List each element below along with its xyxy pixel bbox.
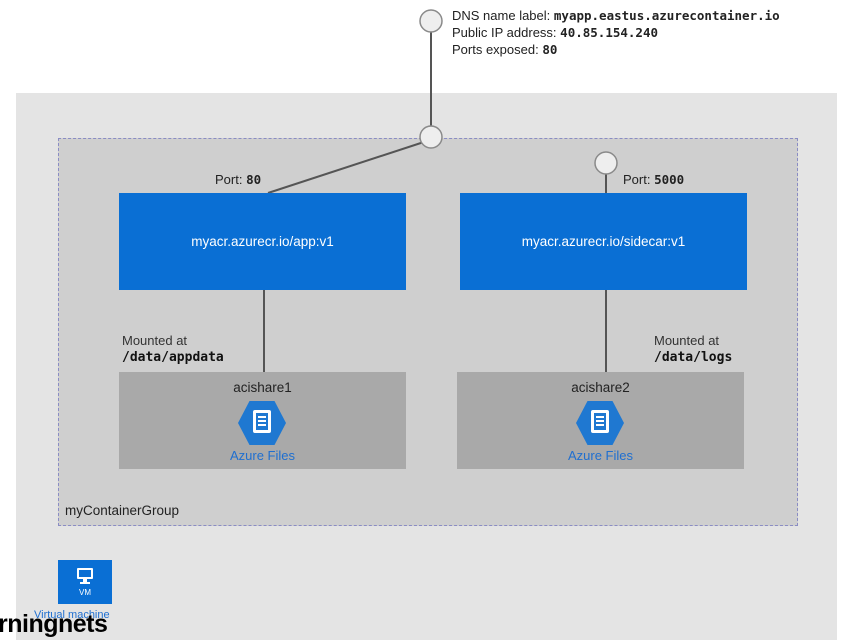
group-to-app-line [267, 139, 431, 194]
share1-box: acishare1 Azure Files [119, 372, 406, 469]
dns-label-value: myapp.eastus.azurecontainer.io [553, 8, 780, 23]
share1-caption: Azure Files [229, 448, 296, 463]
ports-exposed-value: 80 [542, 42, 558, 57]
share2-box: acishare2 Azure Files [457, 372, 744, 469]
dns-info: DNS name label: myapp.eastus.azurecontai… [452, 7, 780, 58]
sidecar-container-box: myacr.azurecr.io/sidecar:v1 [460, 193, 747, 290]
app-port-label: Port: 80 [215, 172, 261, 187]
public-ip-prefix: Public IP address: [452, 25, 557, 40]
group-endpoint-circle [419, 125, 443, 149]
app-port-value: 80 [246, 172, 262, 187]
share1-name: acishare1 [233, 380, 292, 395]
sidecar-port-value: 5000 [654, 172, 685, 187]
app-container-image: myacr.azurecr.io/app:v1 [191, 234, 334, 249]
public-ip-value: 40.85.154.240 [560, 25, 659, 40]
share1-mount-text: Mounted at [122, 333, 188, 348]
vm-icon-text: VM [79, 588, 91, 597]
virtual-machine-icon: VM [58, 560, 112, 604]
share2-caption: Azure Files [567, 448, 634, 463]
group-name: myContainerGroup [65, 503, 180, 518]
ports-exposed-prefix: Ports exposed: [452, 42, 539, 57]
azure-files-icon [238, 401, 286, 445]
sidecar-container-image: myacr.azurecr.io/sidecar:v1 [521, 234, 686, 249]
azure-files-icon [576, 401, 624, 445]
dns-label-prefix: DNS name label: [452, 8, 551, 23]
vm-label: Virtual machine [34, 609, 110, 621]
share2-mount-label: Mounted at /data/logs [654, 332, 732, 365]
sidecar-port-prefix: Port: [623, 172, 651, 187]
share1-mount-path: /data/appdata [122, 350, 224, 365]
ports-exposed-line: Ports exposed: 80 [452, 41, 780, 58]
public-ip-line: Public IP address: 40.85.154.240 [452, 24, 780, 41]
sidecar-port-label: Port: 5000 [623, 172, 684, 187]
share2-mount-text: Mounted at [654, 333, 720, 348]
dns-endpoint-circle [419, 9, 443, 33]
monitor-icon [77, 568, 93, 584]
share1-mount-label: Mounted at /data/appdata [122, 332, 224, 365]
app-port-prefix: Port: [215, 172, 243, 187]
dns-label-line: DNS name label: myapp.eastus.azurecontai… [452, 7, 780, 24]
share2-mount-path: /data/logs [654, 350, 733, 365]
sidecar-endpoint-circle [594, 151, 618, 175]
watermark-text: rningnets [0, 610, 108, 638]
app-container-box: myacr.azurecr.io/app:v1 [119, 193, 406, 290]
share2-name: acishare2 [571, 380, 630, 395]
